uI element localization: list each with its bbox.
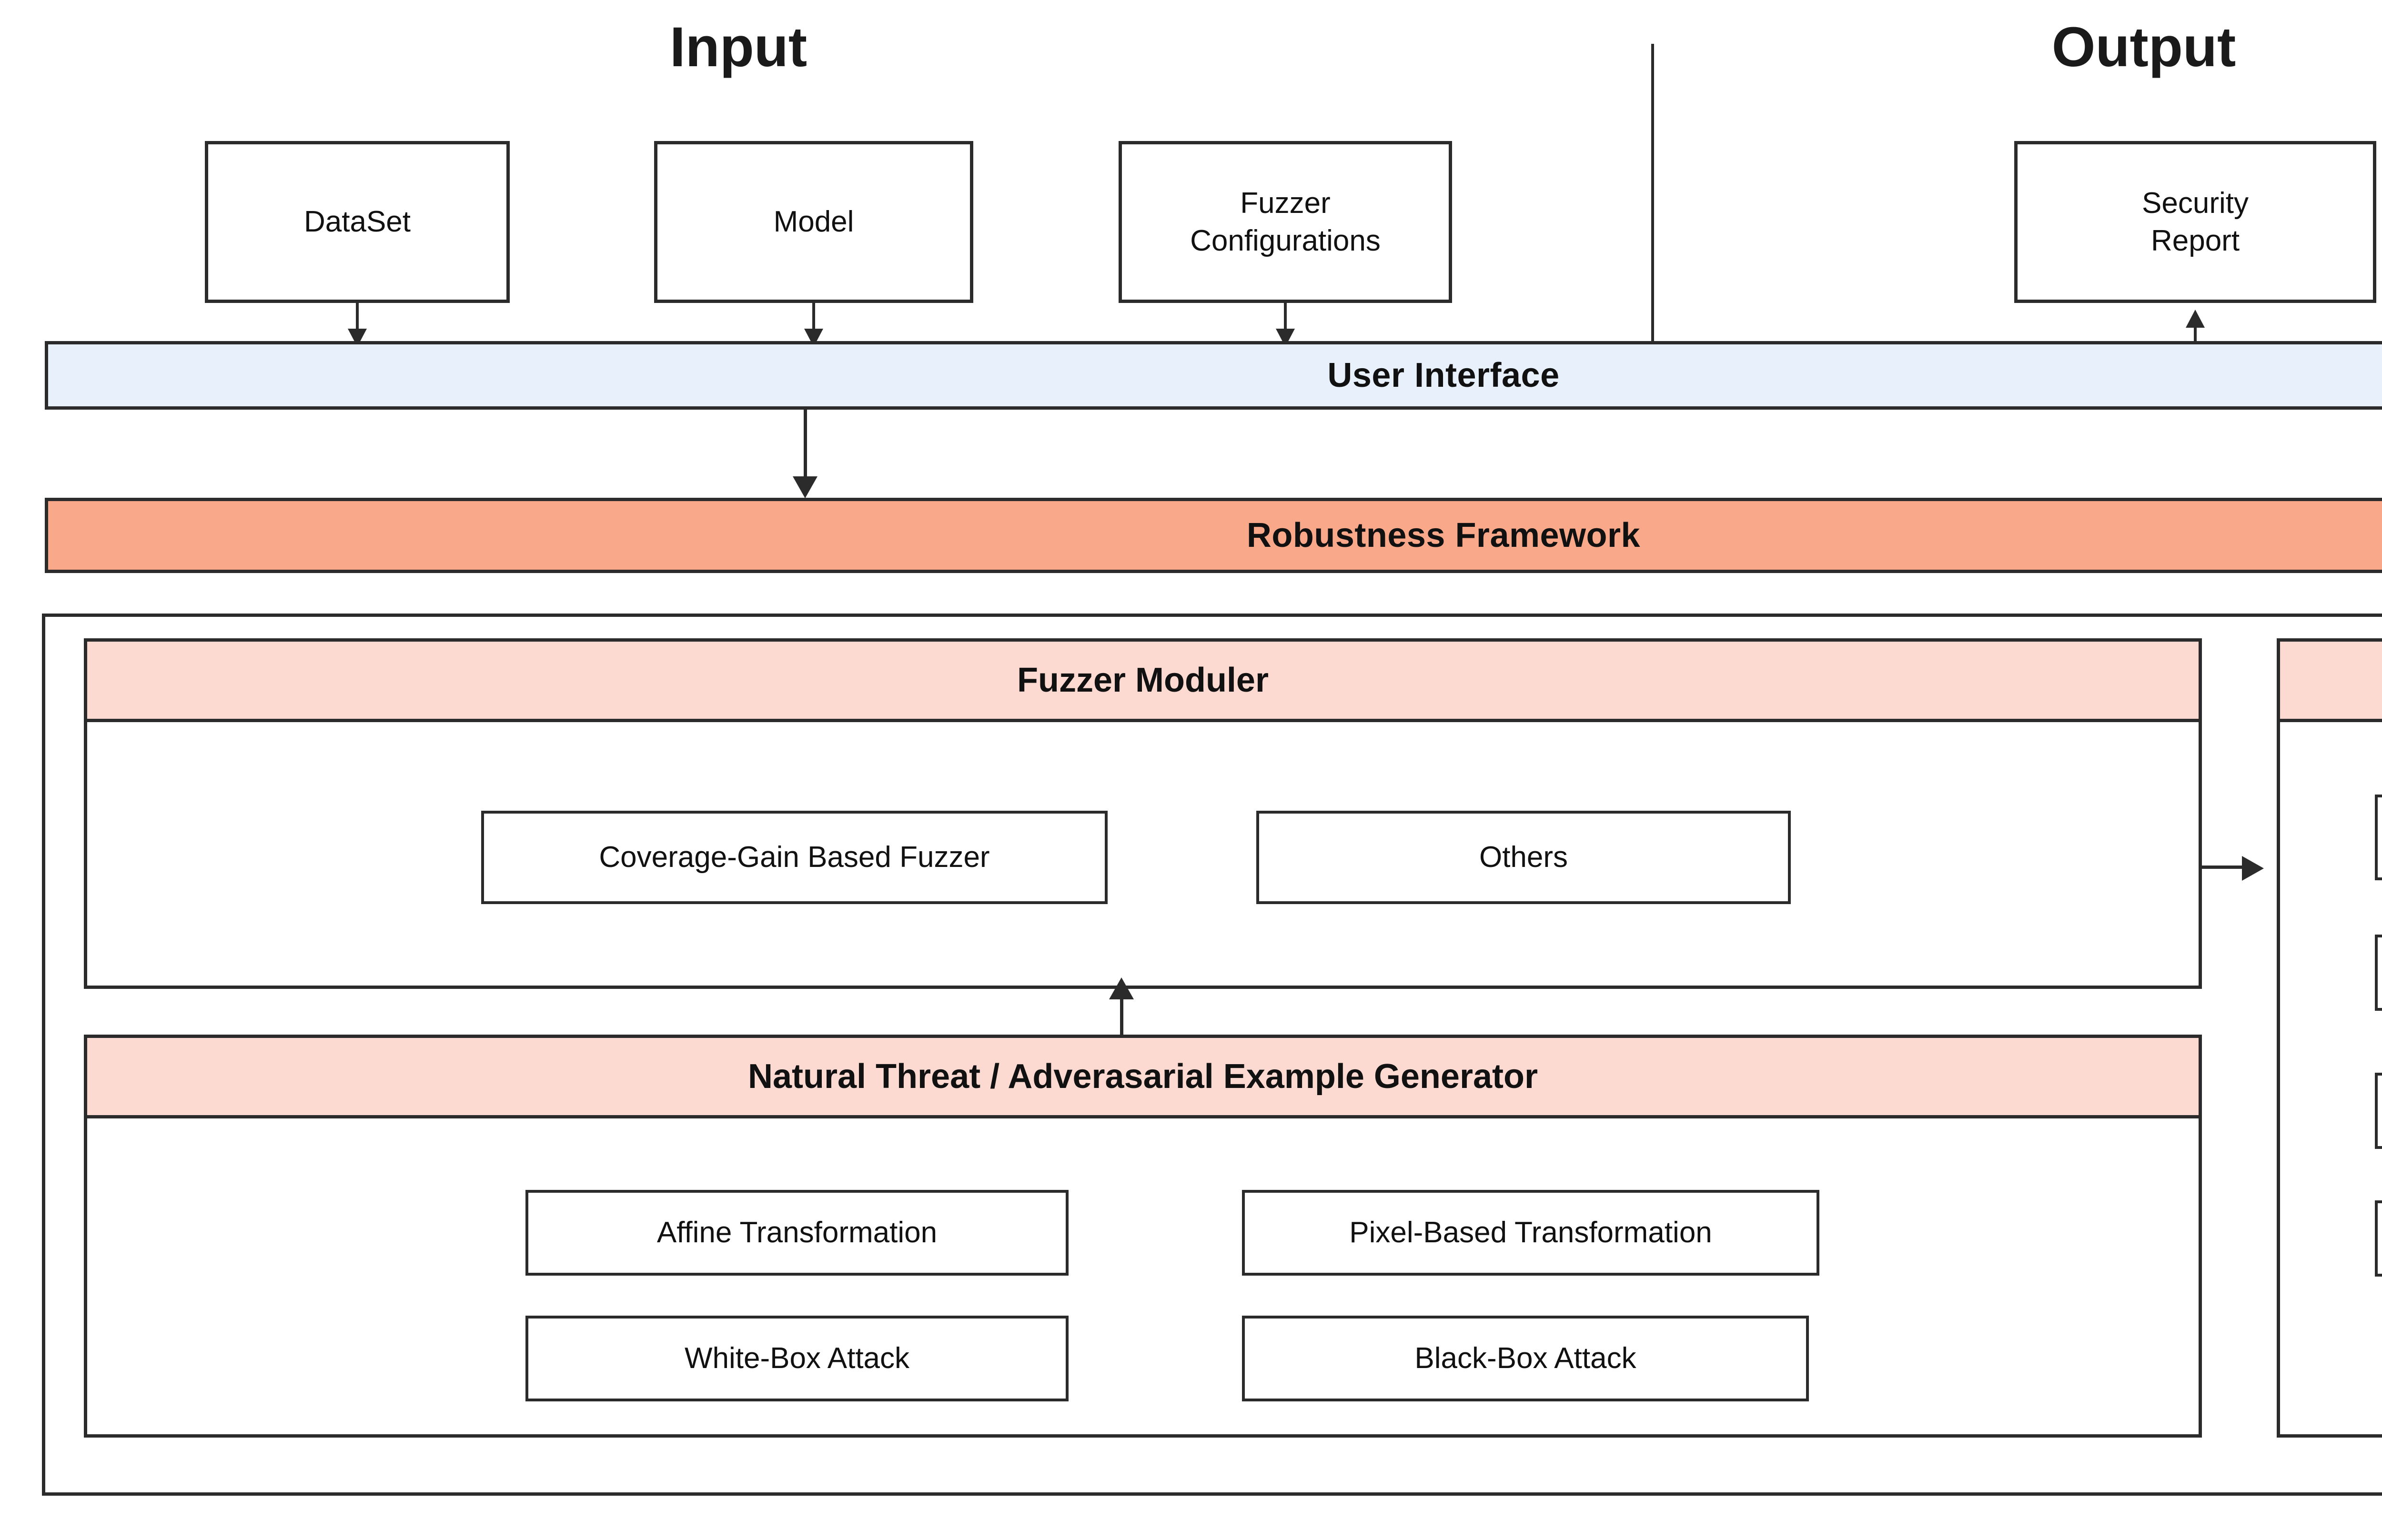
arrow-fuzzer-to-evaluation-line [2202, 866, 2248, 869]
input-node-fuzzer-configurations-label-line2: Configurations [1190, 224, 1381, 257]
fuzzer-item-coverage-gain-based-fuzzer-label: Coverage-Gain Based Fuzzer [599, 841, 990, 874]
output-node-security-report-label-line2: Report [2150, 224, 2240, 257]
robustness-framework-bar-label: Robustness Framework [1246, 516, 1641, 554]
evaluation-item-attack-utility[interactable]: Attack Utility [2375, 1073, 2382, 1149]
input-node-dataset[interactable]: DataSet [205, 141, 510, 303]
fuzzer-moduler-body [84, 722, 2202, 989]
output-node-security-report-label-line1: Security [2142, 186, 2249, 220]
output-node-security-report[interactable]: Security Report [2014, 141, 2376, 303]
generator-title: Natural Threat / Adverasarial Example Ge… [747, 1057, 1538, 1096]
generator-item-black-box-attack-label: Black-Box Attack [1414, 1342, 1636, 1375]
evaluation-item-others[interactable]: Others [2375, 1200, 2382, 1277]
arrow-model-to-ui-line [812, 303, 815, 332]
arrow-dataset-to-ui-line [356, 303, 359, 332]
generator-item-white-box-attack-label: White-Box Attack [684, 1342, 910, 1375]
arrow-ui-to-security-report-line [2194, 326, 2197, 352]
generator-item-affine-transformation[interactable]: Affine Transformation [525, 1190, 1069, 1276]
fuzzer-item-others-label: Others [1479, 841, 1568, 874]
input-node-fuzzer-configurations-label-line1: Fuzzer [1240, 186, 1331, 220]
evaluation-header[interactable]: Evaluation [2277, 638, 2382, 722]
arrow-generator-to-fuzzer-line [1120, 989, 1123, 1035]
input-node-dataset-label: DataSet [303, 205, 411, 239]
arrow-generator-to-fuzzer-head [1109, 977, 1134, 999]
user-interface-bar-label: User Interface [1327, 356, 1560, 394]
robustness-framework-bar[interactable]: Robustness Framework [45, 498, 2382, 573]
generator-body [84, 1118, 2202, 1438]
fuzzer-item-coverage-gain-based-fuzzer[interactable]: Coverage-Gain Based Fuzzer [481, 811, 1108, 904]
evaluation-item-coverage-utility[interactable]: Coverage Utility [2375, 935, 2382, 1011]
arrow-ui-to-robustness-line [804, 410, 807, 486]
fuzzer-moduler-header[interactable]: Fuzzer Moduler [84, 638, 2202, 722]
evaluation-body [2277, 722, 2382, 1438]
generator-header[interactable]: Natural Threat / Adverasarial Example Ge… [84, 1035, 2202, 1118]
input-node-fuzzer-configurations[interactable]: Fuzzer Configurations [1119, 141, 1452, 303]
fuzzer-moduler-title: Fuzzer Moduler [1017, 661, 1269, 699]
arrow-fuzzer-config-to-ui-line [1284, 303, 1287, 332]
fuzzer-item-others[interactable]: Others [1256, 811, 1791, 904]
arrow-ui-to-security-report-head [2186, 310, 2205, 328]
generator-item-pixel-based-transformation-label: Pixel-Based Transformation [1349, 1216, 1712, 1249]
framework-internals-container [42, 614, 2382, 1496]
input-node-model[interactable]: Model [654, 141, 973, 303]
input-node-model-label: Model [773, 205, 854, 239]
generator-item-affine-transformation-label: Affine Transformation [656, 1216, 938, 1249]
input-section-heading: Input [669, 16, 807, 79]
generator-item-pixel-based-transformation[interactable]: Pixel-Based Transformation [1242, 1190, 1819, 1276]
user-interface-bar[interactable]: User Interface [45, 341, 2382, 410]
input-output-divider [1651, 44, 1654, 342]
generator-item-black-box-attack[interactable]: Black-Box Attack [1242, 1316, 1809, 1401]
evaluation-item-classification-utility[interactable]: Classification Utility [2375, 795, 2382, 880]
generator-item-white-box-attack[interactable]: White-Box Attack [525, 1316, 1069, 1401]
arrow-ui-to-robustness-head [793, 476, 818, 498]
output-section-heading: Output [2051, 16, 2236, 79]
arrow-fuzzer-to-evaluation-head [2242, 856, 2264, 881]
